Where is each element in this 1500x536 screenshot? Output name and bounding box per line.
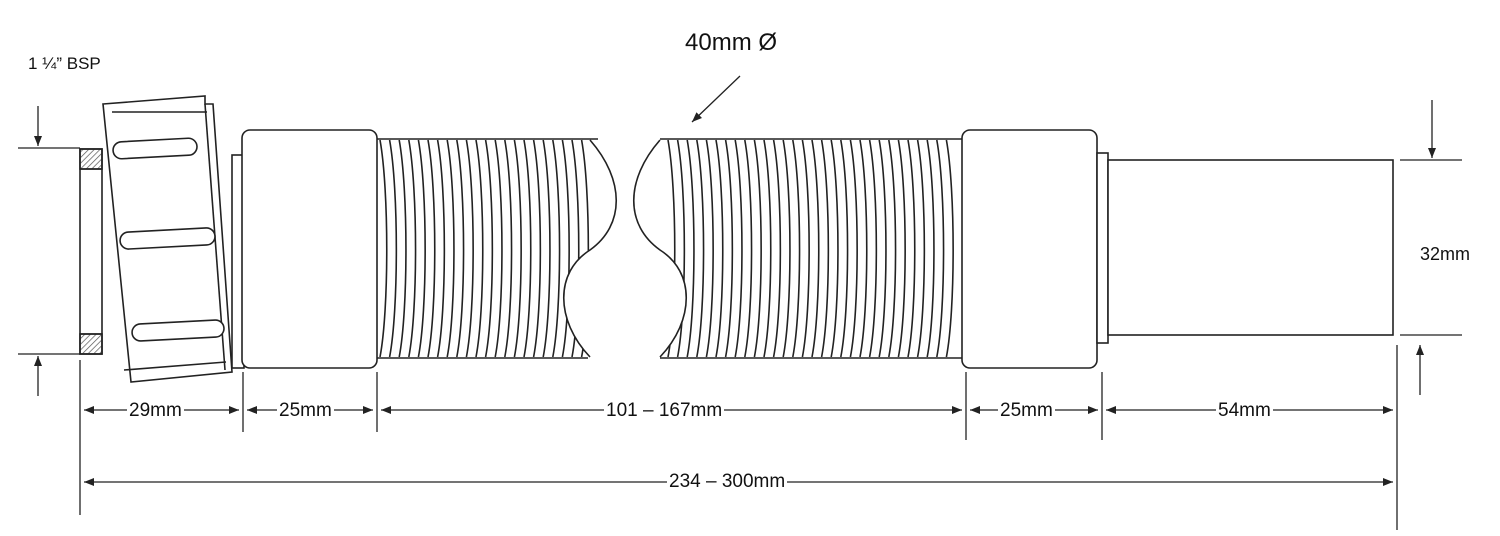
hose-length-label: 101 – 167mm	[604, 400, 725, 421]
hose-rib	[715, 139, 724, 358]
hose-rib	[494, 139, 503, 358]
hose-rib	[801, 139, 810, 358]
hose-rib	[926, 139, 935, 358]
hose-rib	[734, 139, 743, 358]
hose-rib	[936, 139, 945, 358]
hose-rib	[849, 139, 858, 358]
hose-rib	[513, 139, 522, 358]
nut-length-label: 29mm	[127, 400, 184, 421]
hose-rib	[820, 139, 830, 358]
hose-right	[632, 138, 962, 359]
hose-rib	[532, 139, 542, 358]
hose-rib	[705, 139, 714, 358]
hose-rib	[408, 139, 417, 358]
tail-pipe	[1107, 159, 1394, 336]
hose-rib	[878, 139, 887, 358]
hose-rib	[772, 139, 782, 358]
hose-rib	[417, 139, 426, 358]
left-sleeve	[241, 129, 378, 369]
hose-rib	[398, 139, 407, 358]
hose-rib	[696, 139, 705, 358]
hose-rib	[388, 139, 398, 358]
hose-rib	[811, 139, 820, 358]
hose-rib	[916, 139, 926, 358]
right-sleeve-length-label: 25mm	[998, 400, 1055, 421]
washer-flange	[79, 148, 103, 355]
hose-rib	[782, 139, 791, 358]
hose-rib	[792, 139, 801, 358]
threaded-nut	[102, 95, 233, 383]
hose-rib	[897, 139, 906, 358]
hose-rib	[686, 139, 695, 358]
hose-rib	[542, 139, 551, 358]
hose-rib	[753, 139, 762, 358]
hose-rib	[552, 139, 561, 358]
tail-length-label: 54mm	[1216, 400, 1273, 421]
hose-rib	[840, 139, 849, 358]
hose-rib	[830, 139, 839, 358]
thread-size-label: 1 ¼” BSP	[28, 54, 101, 73]
hose-rib	[859, 139, 868, 358]
overall-length-label: 234 – 300mm	[667, 471, 788, 492]
height-label: 32mm	[1420, 244, 1471, 264]
hose-rib	[868, 139, 878, 358]
right-sleeve	[961, 129, 1098, 369]
hose-rib	[465, 139, 474, 358]
right-collar	[1096, 152, 1109, 344]
hose-rib	[379, 139, 388, 358]
hose-rib	[676, 139, 686, 358]
hose-rib	[446, 139, 455, 358]
hose-left	[377, 138, 618, 359]
hose-rib	[504, 139, 513, 358]
hose-rib	[523, 139, 532, 358]
hose-rib	[945, 139, 954, 358]
hose-rib	[763, 139, 772, 358]
hose-rib	[561, 139, 570, 358]
hose-rib	[484, 139, 494, 358]
hose-rib	[427, 139, 436, 358]
hose-rib	[907, 139, 916, 358]
hose-rib	[888, 139, 897, 358]
left-sleeve-length-label: 25mm	[277, 400, 334, 421]
hose-rib	[475, 139, 484, 358]
hose-rib	[744, 139, 753, 358]
hose-rib	[456, 139, 465, 358]
hose-rib	[436, 139, 446, 358]
hose-rib	[724, 139, 734, 358]
diameter-label: 40mm Ø	[685, 29, 778, 56]
